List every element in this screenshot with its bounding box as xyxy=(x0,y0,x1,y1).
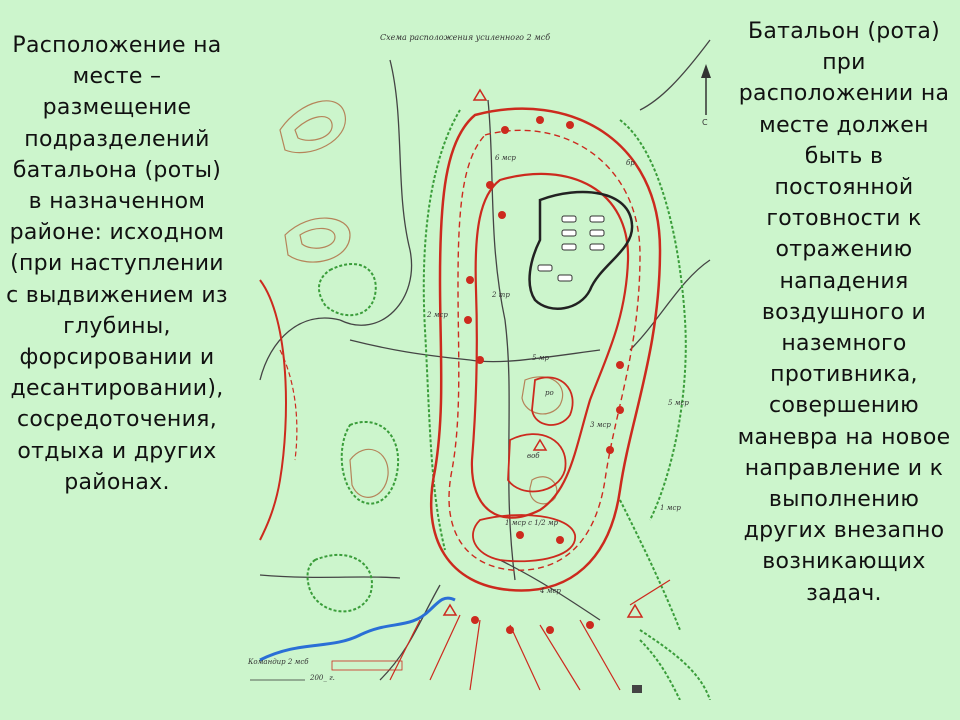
vehicle-symbols xyxy=(537,215,605,282)
svg-text:1 мср: 1 мср xyxy=(660,504,681,512)
svg-text:5 мр: 5 мр xyxy=(532,354,549,362)
svg-text:2 мср: 2 мср xyxy=(426,311,448,319)
relief-contours xyxy=(279,100,564,505)
svg-text:5 мср: 5 мср xyxy=(668,399,689,407)
svg-text:воб: воб xyxy=(527,452,540,460)
unit-labels: 2 мср 6 мср 5 мср 1 мср 1 мср с 1/2 мр 3… xyxy=(247,154,689,682)
command-post-markers xyxy=(442,88,644,618)
company-positions xyxy=(472,376,576,563)
battalion-perimeter xyxy=(259,107,662,592)
svg-text:бр: бр xyxy=(626,159,635,167)
fire-direction-lines xyxy=(389,579,671,691)
svg-text:200_ г.: 200_ г. xyxy=(309,674,335,682)
roads xyxy=(259,39,711,681)
stamp-box xyxy=(331,660,403,671)
map-title: Схема расположения усиленного 2 мсб xyxy=(380,33,550,42)
reserve-area xyxy=(528,190,634,310)
map-marker-box xyxy=(632,685,642,693)
svg-text:2 тр: 2 тр xyxy=(491,291,510,299)
svg-text:С: С xyxy=(702,118,708,127)
right-description: Батальон (рота) при расположении на мест… xyxy=(737,19,951,606)
svg-text:1 мср с 1/2 мр: 1 мср с 1/2 мр xyxy=(505,519,559,527)
svg-text:3 мср: 3 мср xyxy=(590,421,611,429)
river xyxy=(259,596,456,662)
left-description: Расположение на месте – размещение подра… xyxy=(6,33,228,495)
forest-areas xyxy=(306,109,711,700)
fighting-position-markers xyxy=(464,116,624,634)
svg-text:4 мср: 4 мср xyxy=(539,587,561,595)
battalion-disposition-map: Схема расположения усиленного 2 мсб С xyxy=(247,33,711,700)
svg-text:6 мср: 6 мср xyxy=(495,154,516,162)
north-arrow-icon: С xyxy=(701,64,711,127)
svg-text:ро: ро xyxy=(545,389,554,397)
svg-text:Командир 2 мсб: Командир 2 мсб xyxy=(247,658,309,666)
